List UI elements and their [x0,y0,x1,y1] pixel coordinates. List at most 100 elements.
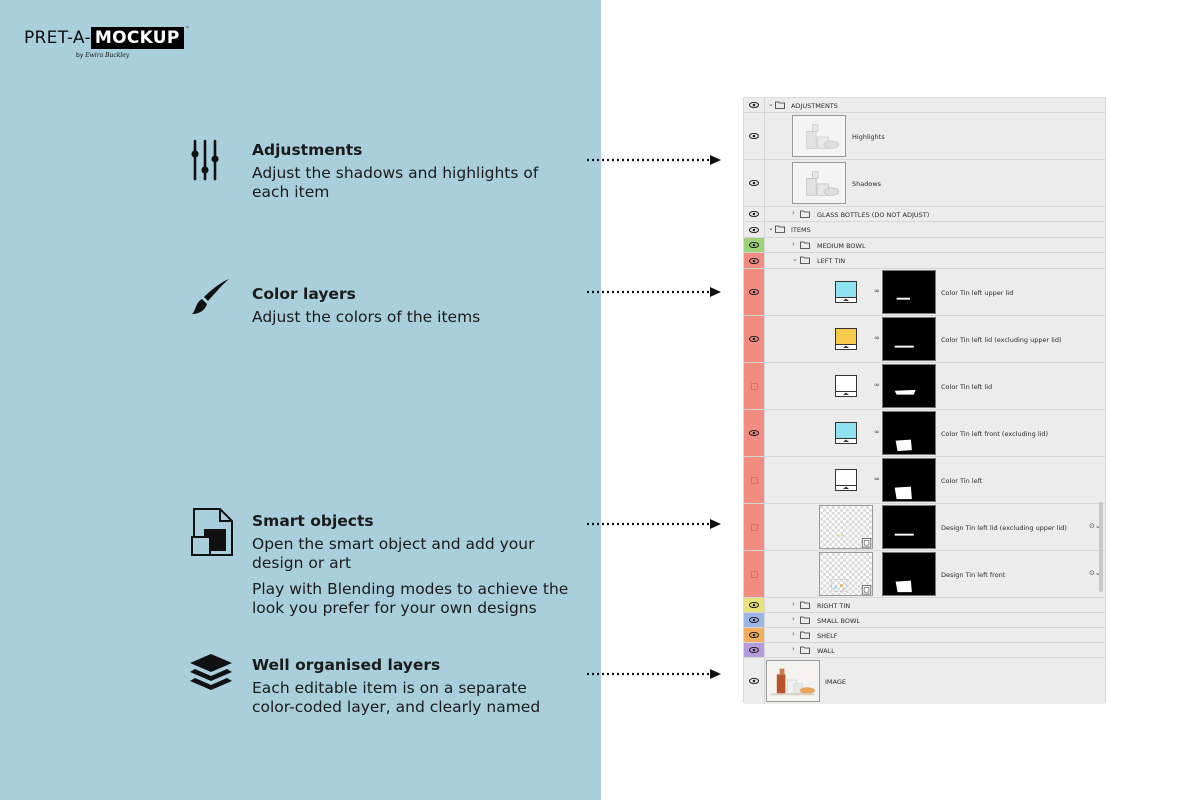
layer-row-highlights[interactable]: Highlights [744,113,1105,160]
layer-row-design-tin-front[interactable]: Design Tin left front ⊙⌄ [744,551,1105,598]
brush-icon [190,277,232,321]
visibility-toggle[interactable] [744,613,765,627]
layer-row-color-tin-lid-excl[interactable]: ∞ Color Tin left lid (excluding upper li… [744,316,1105,363]
layer-row-design-tin-lid[interactable]: Design Tin left lid (excluding upper lid… [744,504,1105,551]
folder-icon [800,646,810,654]
eye-icon [749,289,759,295]
visibility-toggle[interactable] [744,253,765,268]
link-icon[interactable]: ∞ [874,475,880,483]
layer-name: Design Tin left lid (excluding upper lid… [941,524,1067,532]
visibility-toggle[interactable] [744,207,765,221]
folder-icon [800,210,810,218]
link-icon[interactable]: ∞ [874,381,880,389]
smart-object-thumbnail[interactable] [819,505,873,549]
visibility-toggle[interactable] [744,269,765,315]
blend-options-icon[interactable]: ⊙⌄ [1089,569,1101,577]
layer-row-color-tin-front[interactable]: ∞ Color Tin left front (excluding lid) [744,410,1105,457]
layer-row-left-tin[interactable]: ⌄ LEFT TIN [744,253,1105,269]
chevron-down-icon[interactable]: ⌄ [768,224,774,232]
visibility-toggle[interactable] [744,98,765,112]
layer-name: ADJUSTMENTS [791,102,838,110]
visibility-toggle[interactable] [744,658,765,704]
chevron-right-icon[interactable]: › [792,645,795,653]
color-fill-swatch[interactable] [835,281,857,303]
eye-icon [749,430,759,436]
layer-mask [882,458,936,502]
eye-icon [749,602,759,608]
layer-row-image[interactable]: IMAGE [744,658,1105,704]
feature-title-color-layers: Color layers [252,285,356,303]
folder-icon [800,256,810,264]
desc-line: Play with Blending modes to achieve the [252,580,569,598]
layer-row-wall[interactable]: › WALL [744,643,1105,658]
visibility-toggle[interactable] [744,222,765,237]
layer-row-shelf[interactable]: › SHELF [744,628,1105,643]
layer-thumbnail [792,115,846,157]
color-fill-swatch[interactable] [835,375,857,397]
layer-name: IMAGE [825,678,847,686]
eye-icon [749,226,759,233]
layer-name: Color Tin left upper lid [941,289,1014,297]
layer-row-color-tin-left[interactable]: ∞ Color Tin left [744,457,1105,504]
layer-row-shadows[interactable]: Shadows [744,160,1105,207]
layer-thumbnail [792,162,846,204]
layer-row-glass-bottles[interactable]: › GLASS BOTTLES (DO NOT ADJUST) [744,207,1105,222]
visibility-toggle[interactable] [744,628,765,642]
layer-row-color-tin-upper-lid[interactable]: ∞ Color Tin left upper lid [744,269,1105,316]
feature-desc-blending: Play with Blending modes to achieve the … [252,580,568,618]
visibility-toggle[interactable] [744,504,765,550]
layer-row-medium-bowl[interactable]: › MEDIUM BOWL [744,238,1105,253]
feature-desc-color-layers: Adjust the colors of the items [252,308,480,327]
visibility-toggle[interactable] [744,316,765,362]
visibility-toggle[interactable] [744,598,765,612]
visibility-toggle[interactable] [744,551,765,597]
layer-mask [882,364,936,408]
logo-byline: by Ewira Buckley [76,52,129,59]
sliders-icon [190,139,220,185]
folder-icon [800,601,810,609]
smart-object-thumbnail[interactable] [819,552,873,596]
visibility-toggle[interactable] [744,160,765,206]
chevron-right-icon[interactable]: › [792,240,795,248]
layer-row-adjustments[interactable]: ⌄ ADJUSTMENTS [744,98,1105,113]
chevron-down-icon[interactable]: ⌄ [768,100,774,108]
layer-row-right-tin[interactable]: › RIGHT TIN [744,598,1105,613]
visibility-toggle[interactable] [744,643,765,657]
eye-icon [749,242,759,248]
chevron-right-icon[interactable]: › [792,600,795,608]
arrow-color-layers [587,287,721,297]
visibility-toggle[interactable] [744,238,765,252]
link-icon[interactable]: ∞ [874,287,880,295]
link-icon[interactable]: ∞ [874,428,880,436]
eye-icon [749,133,759,139]
chevron-right-icon[interactable]: › [792,615,795,623]
folder-icon [800,616,810,624]
layers-panel[interactable]: ⌄ ADJUSTMENTS Highlights Shadows [743,97,1106,704]
layer-name: Color Tin left lid (excluding upper lid) [941,336,1062,344]
color-fill-swatch[interactable] [835,328,857,350]
arrow-organised-layers [587,669,721,679]
logo-signature: Ewira Buckley [85,52,130,59]
hidden-indicator [750,476,758,484]
visibility-toggle[interactable] [744,113,765,159]
visibility-toggle[interactable] [744,457,765,503]
link-icon[interactable]: ∞ [874,334,880,342]
blend-options-icon[interactable]: ⊙⌄ [1089,522,1101,530]
visibility-toggle[interactable] [744,410,765,456]
layers-icon [188,652,234,698]
chevron-right-icon[interactable]: › [792,209,795,217]
layer-row-items[interactable]: ⌄ ITEMS [744,222,1105,238]
feature-title-adjustments: Adjustments [252,141,363,159]
chevron-right-icon[interactable]: › [792,630,795,638]
logo-mockup-text: MOCKUP [90,27,184,49]
layers-scrollbar[interactable] [1099,502,1103,592]
color-fill-swatch[interactable] [835,422,857,444]
layer-name: SHELF [817,632,838,640]
layer-row-color-tin-lid[interactable]: ∞ Color Tin left lid [744,363,1105,410]
color-fill-swatch[interactable] [835,469,857,491]
layer-mask [882,270,936,314]
feature-desc-adjustments: Adjust the shadows and highlights of eac… [252,164,538,202]
layer-row-small-bowl[interactable]: › SMALL BOWL [744,613,1105,628]
visibility-toggle[interactable] [744,363,765,409]
chevron-down-icon[interactable]: ⌄ [792,255,798,263]
